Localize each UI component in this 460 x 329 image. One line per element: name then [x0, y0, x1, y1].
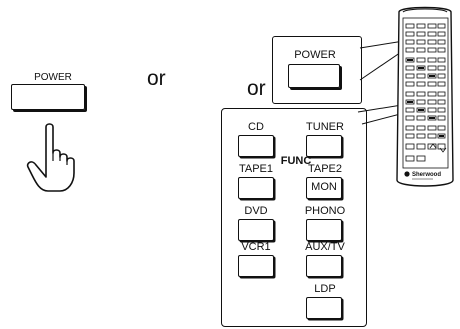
function-zoom-panel	[221, 108, 367, 327]
vcr1-label: VCR1	[241, 241, 271, 253]
cd-label: CD	[248, 121, 264, 133]
unit-power-button[interactable]	[11, 84, 85, 110]
remote-control-illustration: Sherwood	[396, 6, 454, 187]
unit-power-label: POWER	[34, 72, 72, 83]
ldp-button[interactable]	[306, 297, 342, 319]
vcr1-button[interactable]	[238, 255, 274, 277]
power-zoom-panel	[272, 36, 362, 104]
remote-brand-text: Sherwood	[412, 172, 441, 178]
tape2-label: TAPE2	[307, 163, 343, 175]
zoom-power-button[interactable]	[288, 64, 340, 88]
auxtv-button[interactable]	[306, 255, 342, 277]
tape2-mon-button[interactable]	[306, 177, 342, 199]
cd-button[interactable]	[238, 135, 274, 157]
phono-label: PHONO	[304, 205, 346, 217]
zoom-power-label: POWER	[294, 49, 336, 61]
tape1-label: TAPE1	[238, 163, 274, 175]
tape1-button[interactable]	[238, 177, 274, 199]
or-label-2: or	[247, 77, 266, 100]
dvd-button[interactable]	[238, 219, 274, 241]
tuner-label: TUNER	[306, 121, 344, 133]
dvd-label: DVD	[244, 205, 268, 217]
pressing-hand-icon	[26, 123, 75, 192]
auxtv-label: AUX/TV	[305, 241, 345, 253]
func-label: FUNC	[280, 155, 312, 167]
phono-button[interactable]	[306, 219, 342, 241]
ldp-label: LDP	[314, 283, 336, 295]
mon-label: MON	[311, 181, 337, 193]
or-label-1: or	[147, 67, 166, 90]
tuner-button[interactable]	[306, 135, 342, 157]
